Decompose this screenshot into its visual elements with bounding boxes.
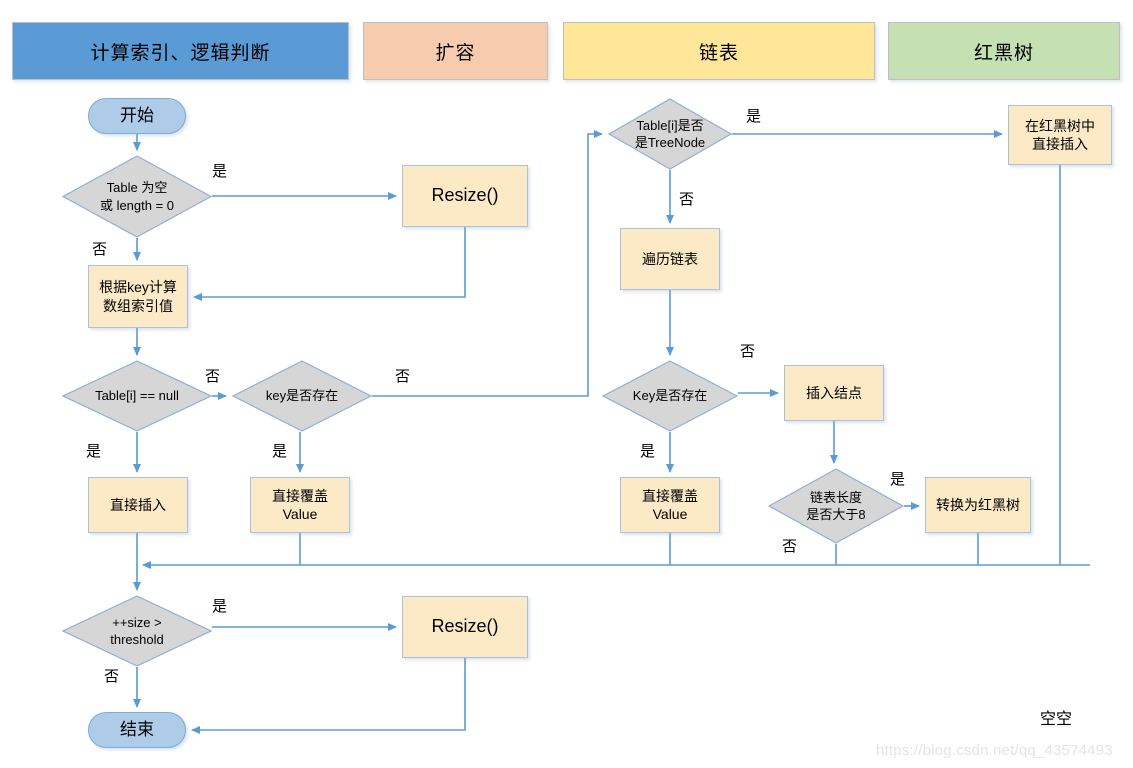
- edge-label-no-size: 否: [104, 668, 120, 685]
- watermark-url: https://blog.csdn.net/qq_43574493: [876, 742, 1113, 759]
- edge-label-yes-table-empty: 是: [212, 163, 228, 180]
- node-list-length-gt8: 链表长度 是否大于8: [768, 468, 904, 544]
- node-resize-bottom: Resize(): [402, 596, 528, 658]
- node-resize-top: Resize(): [402, 165, 528, 227]
- node-table-i-null: Table[i] == null: [62, 360, 212, 432]
- node-start-label: 开始: [120, 105, 154, 125]
- node-start: 开始: [88, 98, 186, 134]
- node-list-length-gt8-diamond-shape: [768, 468, 904, 544]
- node-end-label: 结束: [120, 719, 154, 739]
- node-direct-insert-label: 直接插入: [110, 496, 166, 513]
- node-is-treenode-label: Table[i]是否 是TreeNode: [634, 117, 706, 150]
- legend-resize-label: 扩容: [435, 42, 476, 64]
- legend-list-label: 链表: [698, 42, 739, 64]
- node-calc-index: 根据key计算 数组索引值: [88, 265, 188, 328]
- node-insert-node: 插入结点: [784, 365, 884, 421]
- node-overwrite-right-label: 直接覆盖 Value: [642, 487, 698, 522]
- node-rbtree-insert-label: 在红黑树中 直接插入: [1025, 117, 1095, 152]
- legend-rbtree: 红黑树: [888, 22, 1120, 80]
- edge-label-no-table-empty: 否: [92, 241, 108, 258]
- node-size-threshold-diamond-shape: [62, 595, 212, 667]
- edge-label-no-table-null: 否: [205, 368, 221, 385]
- edge-label-no-treenode: 否: [679, 191, 695, 208]
- node-table-empty-label: Table 为空 或 length = 0: [99, 180, 175, 213]
- node-key-exists-right-diamond-shape: [602, 360, 738, 432]
- node-list-length-gt8-label: 链表长度 是否大于8: [806, 489, 866, 522]
- author-note: 空空: [1040, 711, 1073, 728]
- edge-label-yes-size: 是: [212, 598, 228, 615]
- node-table-empty-diamond-shape: [62, 155, 212, 238]
- edge-resize-top-to-calc: [193, 227, 466, 301]
- legend-compute-label: 计算索引、逻辑判断: [90, 42, 271, 64]
- node-resize-top-label: Resize(): [431, 185, 499, 206]
- node-key-exists-right-label: Key是否存在: [632, 388, 708, 404]
- node-overwrite-left: 直接覆盖 Value: [250, 477, 350, 533]
- legend-resize: 扩容: [363, 22, 548, 80]
- node-insert-node-label: 插入结点: [806, 384, 862, 401]
- node-end: 结束: [88, 712, 186, 748]
- legend-rbtree-label: 红黑树: [973, 42, 1034, 64]
- edge-resize-bottom-to-end: [191, 658, 466, 734]
- node-resize-bottom-label: Resize(): [431, 616, 499, 637]
- legend-list: 链表: [563, 22, 875, 80]
- edge-label-no-key-exists: 否: [395, 368, 411, 385]
- edge-label-yes-key-exists: 是: [272, 443, 288, 460]
- node-convert-to-rbtree-label: 转换为红黑树: [936, 496, 1020, 513]
- node-key-exists-right: Key是否存在: [602, 360, 738, 432]
- edge-label-yes-key-exists-r: 是: [640, 443, 656, 460]
- node-direct-insert: 直接插入: [88, 477, 188, 533]
- node-key-exists-left-label: key是否存在: [265, 388, 339, 404]
- node-size-threshold: ++size > threshold: [62, 595, 212, 667]
- node-overwrite-right: 直接覆盖 Value: [620, 477, 720, 533]
- edge-label-yes-table-null: 是: [86, 443, 102, 460]
- node-size-threshold-label: ++size > threshold: [110, 614, 164, 647]
- edge-key-exists-no-to-treenode: [372, 130, 603, 397]
- node-key-exists-left: key是否存在: [232, 360, 372, 432]
- legend-compute: 计算索引、逻辑判断: [12, 22, 349, 80]
- edge-label-no-list-len: 否: [782, 538, 798, 555]
- node-table-i-null-label: Table[i] == null: [95, 388, 179, 404]
- node-table-i-null-diamond-shape: [62, 360, 212, 432]
- node-overwrite-left-label: 直接覆盖 Value: [272, 487, 328, 522]
- node-is-treenode-diamond-shape: [608, 98, 732, 170]
- node-traverse-list: 遍历链表: [620, 228, 720, 290]
- edge-label-no-key-exists-r: 否: [740, 343, 756, 360]
- edge-label-yes-treenode: 是: [746, 108, 762, 125]
- node-convert-to-rbtree: 转换为红黑树: [925, 477, 1031, 533]
- node-is-treenode: Table[i]是否 是TreeNode: [608, 98, 732, 170]
- edge-label-yes-list-len: 是: [890, 471, 906, 488]
- node-rbtree-insert: 在红黑树中 直接插入: [1008, 105, 1112, 165]
- node-table-empty: Table 为空 或 length = 0: [62, 155, 212, 238]
- node-calc-index-label: 根据key计算 数组索引值: [99, 279, 177, 314]
- node-traverse-list-label: 遍历链表: [642, 250, 698, 267]
- node-key-exists-left-diamond-shape: [232, 360, 372, 432]
